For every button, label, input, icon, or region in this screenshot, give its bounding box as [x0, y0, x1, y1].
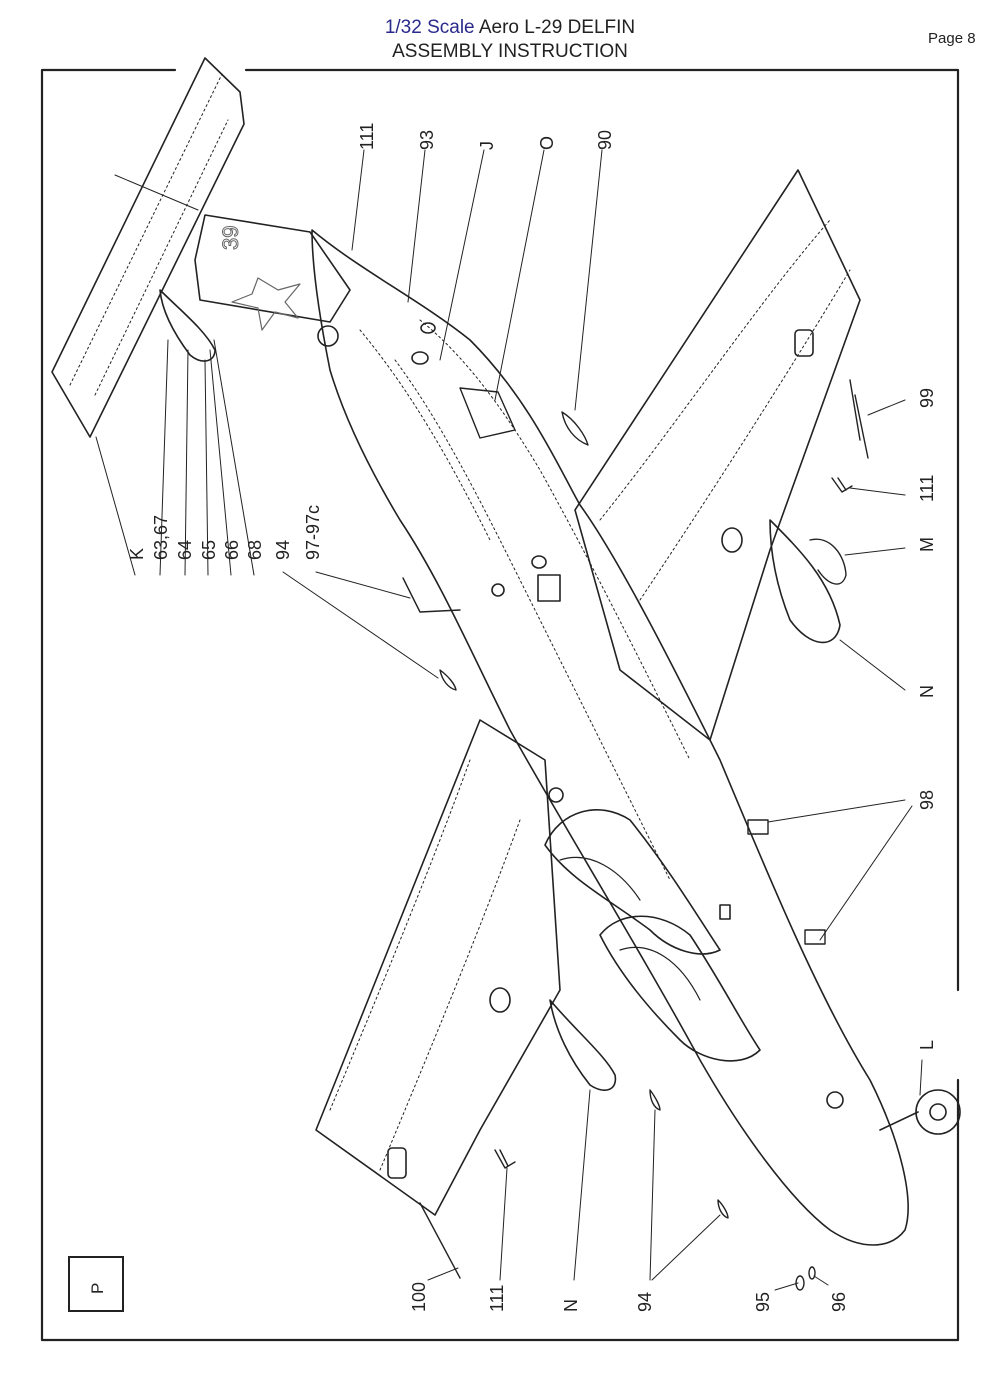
- model-name: Aero L-29 DELFIN: [478, 17, 636, 38]
- callout-bottom-95: 95: [753, 1291, 773, 1312]
- page-number: Page 8: [928, 30, 976, 47]
- callout-left-65: 65: [199, 539, 219, 560]
- step-box: P: [68, 1256, 124, 1312]
- callout-left-k: K: [127, 547, 147, 560]
- callout-left-63-67: 63,67: [151, 514, 171, 560]
- callout-left-66: 66: [222, 539, 242, 560]
- callout-right-99: 99: [917, 387, 937, 408]
- callout-right-111: 111: [917, 474, 937, 502]
- callout-top-111: 111: [357, 122, 377, 150]
- callout-bottom-96: 96: [829, 1291, 849, 1312]
- callout-top-o: O: [537, 135, 557, 150]
- right-wing: [574, 169, 861, 741]
- callout-right-98: 98: [917, 789, 937, 810]
- drawing-frame: [40, 68, 960, 1342]
- leader-lines: [95, 149, 923, 1291]
- callout-left-97-97c: 97-97c: [303, 504, 323, 560]
- callout-bottom-94: 94: [635, 1291, 655, 1312]
- nose-gear: [879, 1089, 961, 1135]
- fin-code-marking: 39: [218, 226, 243, 250]
- step-letter: P: [88, 1282, 107, 1294]
- left-wing: [315, 719, 561, 1216]
- cockpit: [544, 809, 761, 1062]
- callout-top-j: J: [477, 141, 497, 150]
- callout-bottom-100: 100: [409, 1281, 429, 1312]
- vertical-fin: 39: [194, 214, 351, 331]
- callout-right-l: L: [917, 1039, 937, 1050]
- callout-right-n: N: [917, 685, 937, 698]
- callout-left-94: 94: [273, 539, 293, 560]
- callout-left-64: 64: [175, 539, 195, 560]
- callout-top-90: 90: [595, 129, 615, 150]
- callout-top-93: 93: [417, 129, 437, 150]
- drop-tanks: [159, 289, 847, 1091]
- callout-bottom-111: 111: [487, 1284, 507, 1312]
- fuselage: [311, 229, 909, 1246]
- callout-right-m: M: [917, 537, 937, 552]
- horizontal-stabilizer: [51, 57, 245, 438]
- document-subtitle: ASSEMBLY INSTRUCTION: [392, 41, 628, 62]
- loose-parts: [402, 379, 869, 1291]
- callout-bottom-n: N: [561, 1299, 581, 1312]
- callout-left-68: 68: [245, 539, 265, 560]
- page-title: 1/32 Scale Aero L-29 DELFIN ASSEMBLY INS…: [300, 16, 720, 64]
- scale-label: 1/32 Scale: [384, 17, 475, 38]
